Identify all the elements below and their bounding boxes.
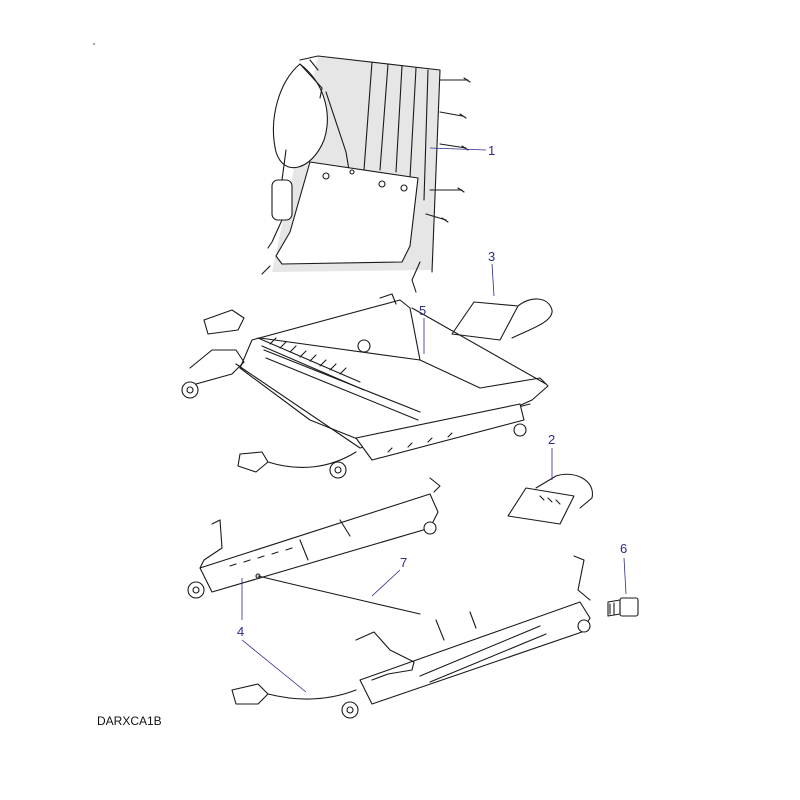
callout-7: 7: [400, 555, 407, 570]
callout-4: 4: [237, 624, 244, 639]
callout-6: 6: [620, 541, 627, 556]
callout-2: 2: [548, 432, 555, 447]
cushion-frame-part-5: [181, 293, 549, 479]
bolt-part-6: [607, 597, 639, 617]
callout-5: 5: [419, 303, 426, 318]
cable-part-7: [255, 573, 421, 615]
cover-part-2: [507, 473, 593, 525]
diagram-code: DARXCA1B: [97, 714, 162, 728]
callout-3: 3: [488, 249, 495, 264]
seat-back-frame: [261, 55, 471, 293]
pad-part-3: [451, 298, 553, 341]
callout-1: 1: [488, 143, 495, 158]
seat-rail-lower: [231, 555, 591, 719]
seat-rail-upper: [187, 477, 441, 599]
